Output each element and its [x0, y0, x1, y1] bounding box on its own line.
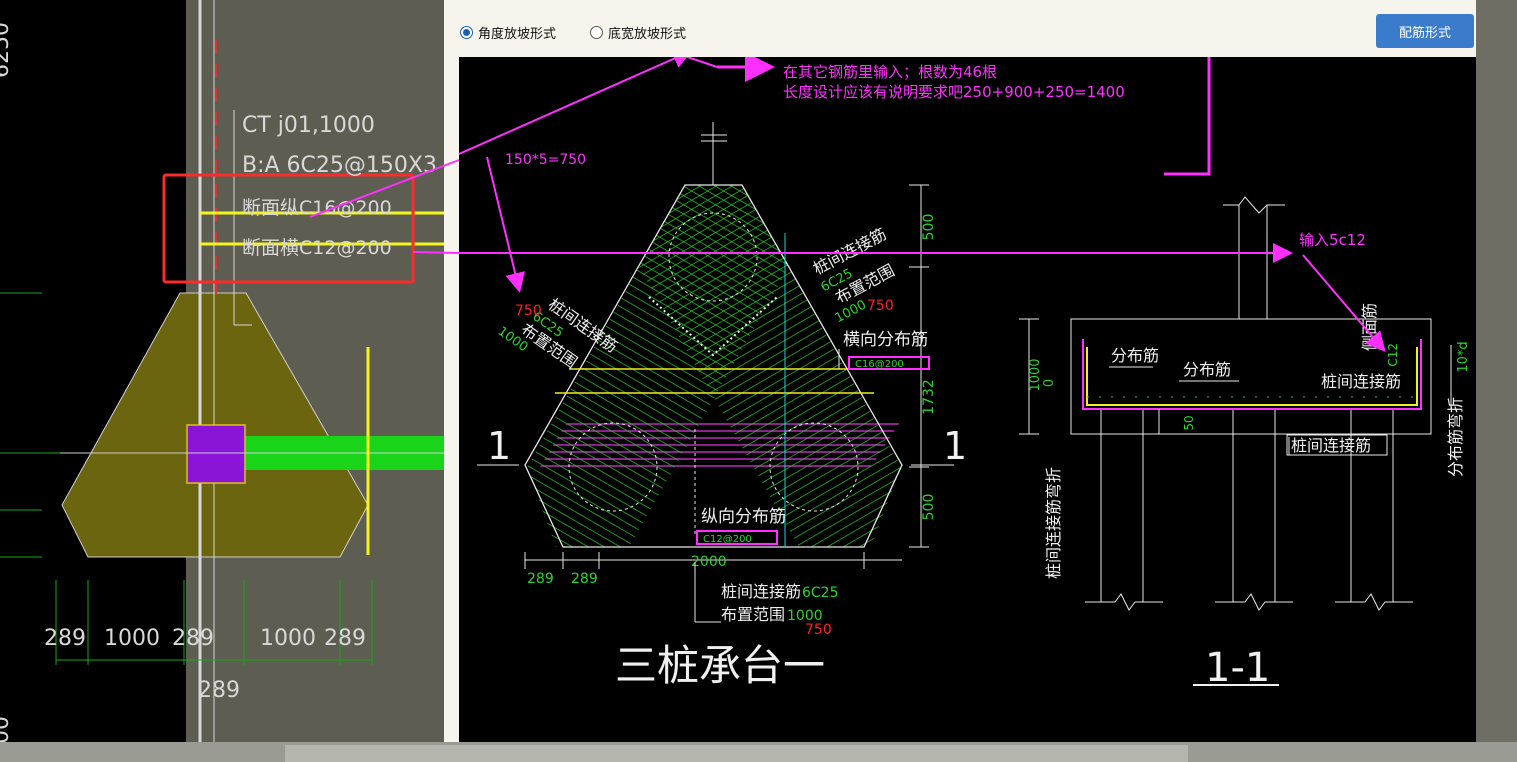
radio-width-slope[interactable]: 底宽放坡形式	[590, 22, 686, 42]
sec-conn-bottom: 桩间连接筋	[1291, 436, 1371, 455]
code-box	[848, 356, 930, 370]
note-line1: 在其它钢筋里输入；根数为46根	[783, 63, 997, 81]
pile-circle	[769, 422, 859, 512]
label-bottom-1000: 1000	[787, 608, 823, 624]
label-top-bar: 断面纵C16@200	[242, 197, 392, 219]
section-label-right: 1	[943, 424, 967, 468]
sec-dim-0: 0	[1042, 379, 1057, 387]
right-panel-strip	[1476, 0, 1517, 742]
sec-dist2: 分布筋	[1183, 360, 1231, 379]
break-mark	[1215, 593, 1293, 611]
rebar-drawing-canvas: 1 1 500 1732 500 289 289 2000 纵向分布筋 C1	[459, 57, 1476, 742]
label-750-right: 750	[867, 298, 894, 314]
label-horiz-code: C16@200	[855, 359, 904, 370]
cad-model-view[interactable]: 6250 CT j01,1000 B:A 6C25@150X3 断面纵C16@2…	[0, 0, 444, 742]
label-bottom-layout: 布置范围	[721, 605, 785, 624]
dim-top: 6250	[0, 22, 14, 78]
pile-circle	[568, 422, 658, 512]
rebar-form-button[interactable]: 配筋形式	[1376, 14, 1474, 48]
sec-dim-1000: 1000	[1028, 358, 1043, 391]
break-mark	[1085, 593, 1163, 611]
section-rebar	[1082, 339, 1422, 410]
label-cross-bar: 断面横C12@200	[242, 237, 392, 259]
dim-289: 289	[324, 626, 366, 651]
dim-2000: 2000	[691, 554, 727, 570]
drawing-title: 三桩承台一	[615, 641, 825, 690]
section-title: 1-1	[1205, 645, 1270, 691]
highlight-box	[162, 173, 415, 284]
note-150: 150*5=750	[505, 152, 586, 168]
dim-500-top: 500	[921, 214, 937, 241]
dim-289a: 289	[527, 571, 554, 587]
note-input: 输入5c12	[1299, 231, 1366, 249]
label-bottom-6c25: 6C25	[802, 585, 839, 601]
cap-outline	[524, 184, 903, 548]
label-ct: CT j01,1000	[242, 113, 375, 138]
column-purple[interactable]	[186, 424, 246, 484]
break-mark	[1223, 196, 1285, 214]
center-v-line	[648, 296, 778, 357]
diag-rebar-strip	[527, 185, 789, 547]
note-line2: 长度设计应该有说明要求吧250+900+250=1400	[783, 83, 1125, 101]
pile-circle	[668, 212, 758, 302]
scrollbar-thumb[interactable]	[285, 745, 1188, 762]
dim-bottom: 00	[0, 716, 14, 742]
dim-289-under: 289	[198, 678, 240, 703]
label-bottom-conn: 桩间连接筋	[721, 582, 801, 601]
sec-dim-50: 50	[1182, 415, 1196, 430]
label-horiz-dist: 横向分布筋	[843, 330, 928, 350]
section-rebar	[1086, 347, 1418, 406]
label-long-code: C12@200	[703, 534, 752, 545]
label-long-dist: 纵向分布筋	[701, 507, 786, 527]
dim-500-bottom: 500	[921, 494, 937, 521]
label-box	[1286, 434, 1388, 456]
sec-side-bar: 侧面筋	[1360, 303, 1379, 351]
label-750-left: 750	[515, 303, 542, 319]
sec-side-code: C12	[1386, 343, 1400, 367]
annotation-arrow	[459, 57, 693, 156]
dim-289b: 289	[571, 571, 598, 587]
section-label-left: 1	[487, 424, 511, 468]
dim-1732: 1732	[921, 379, 937, 415]
sec-10d: 10*d	[1456, 341, 1471, 372]
code-box	[696, 530, 778, 545]
dim-1000: 1000	[104, 626, 160, 651]
dim-289: 289	[172, 626, 214, 651]
dialog-toolbar: 角度放坡形式 底宽放坡形式 配筋形式	[444, 0, 1476, 57]
label-bottom-750: 750	[805, 622, 832, 638]
radio-angle-label: 角度放坡形式	[478, 26, 557, 42]
label-b: B:A 6C25@150X3	[242, 153, 437, 178]
break-mark	[1335, 593, 1413, 611]
annotation-arrow	[486, 156, 525, 293]
section-cap	[1070, 318, 1432, 435]
dim-1000: 1000	[260, 626, 316, 651]
annotation-bracket	[1164, 57, 1211, 176]
radio-dot-selected[interactable]	[460, 25, 473, 39]
sec-vert-left: 桩间连接筋弯折	[1044, 467, 1063, 579]
sec-conn: 桩间连接筋	[1321, 372, 1401, 391]
sec-dist1: 分布筋	[1111, 346, 1159, 365]
annotation-arrow	[684, 57, 718, 68]
annotation-arrow	[1302, 254, 1386, 353]
dim-289: 289	[44, 626, 86, 651]
radio-dot[interactable]	[590, 25, 603, 39]
sec-vert-right: 分布筋弯折	[1446, 397, 1465, 477]
rebar-dialog: 角度放坡形式 底宽放坡形式 配筋形式	[444, 0, 1476, 742]
radio-width-label: 底宽放坡形式	[608, 26, 687, 42]
radio-angle-slope[interactable]: 角度放坡形式	[460, 22, 556, 42]
